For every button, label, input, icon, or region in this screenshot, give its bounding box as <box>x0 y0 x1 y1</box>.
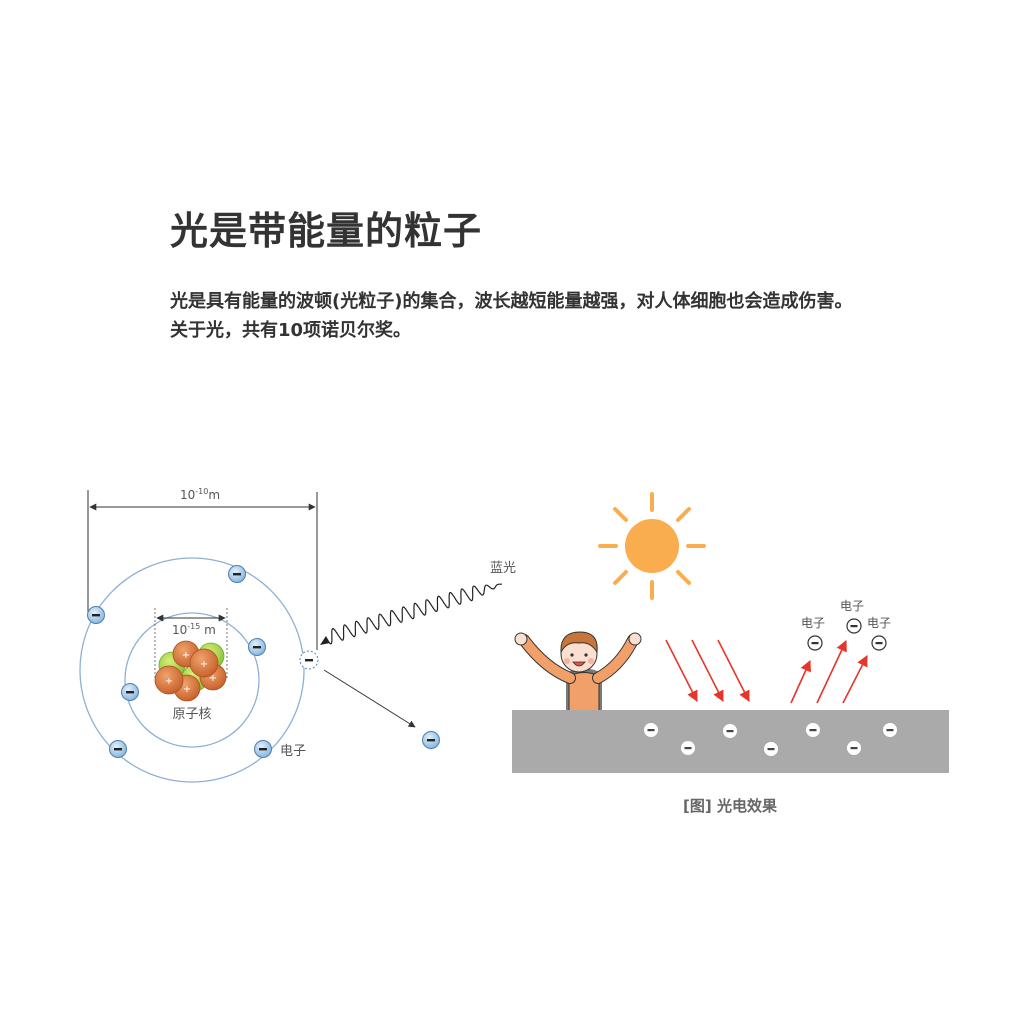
atom-size-dimension: 10-10m <box>87 487 318 650</box>
blue-light-wave <box>325 583 503 645</box>
electron-icon <box>846 618 862 634</box>
emitted-electron-label: 电子 <box>840 599 864 613</box>
person-illustration <box>514 631 642 713</box>
blue-light-label: 蓝光 <box>490 561 516 576</box>
electron-icon <box>871 635 887 651</box>
page-title: 光是带能量的粒子 <box>170 209 483 253</box>
electron-icon <box>644 723 658 737</box>
electron-icon <box>883 723 897 737</box>
inner-orbit <box>124 612 260 748</box>
emitted-electron-label: 电子 <box>801 616 825 630</box>
atom-diagram: 10-10m 10-15 m + + + + <box>79 487 516 783</box>
figure-caption: [图] 光电效果 <box>683 797 778 815</box>
metal-surface <box>512 710 949 773</box>
electron-icon <box>121 683 139 701</box>
electron-icon <box>847 741 861 755</box>
nucleus-size-dimension: 10-15 m <box>154 608 228 680</box>
surface-electrons <box>644 723 897 756</box>
outer-orbit <box>79 557 305 783</box>
proton-icon: + <box>209 673 217 684</box>
electron-icon <box>228 565 246 583</box>
electron-label: 电子 <box>280 744 306 759</box>
vacated-electron-icon <box>299 650 319 670</box>
emitted-electron-label: 电子 <box>867 616 891 630</box>
electron-icon <box>681 741 695 755</box>
electron-icon <box>807 635 823 651</box>
proton-icon: + <box>200 659 208 670</box>
ejection-arrow <box>323 669 416 728</box>
electron-icon <box>109 740 127 758</box>
electron-icon <box>806 723 820 737</box>
atom-size-label: 10-10m <box>180 487 220 502</box>
page-description: 光是具有能量的波顿(光粒子)的集合，波长越短能量越强，对人体细胞也会造成伤害。关… <box>170 291 853 341</box>
incoming-light-rays <box>665 639 750 702</box>
nucleus-label: 原子核 <box>172 707 211 722</box>
sun-icon <box>598 492 706 600</box>
electron-icon <box>87 606 105 624</box>
proton-icon: + <box>182 650 190 661</box>
nucleus-size-label: 10-15 m <box>172 622 216 637</box>
wave-arrowhead <box>320 636 330 645</box>
emitted-electrons <box>807 618 887 651</box>
photoelectric-diagram: 电子 电子 电子 [图] 光电效果 <box>512 492 949 815</box>
electron-icon <box>723 724 737 738</box>
emitted-electron-rays <box>790 639 868 704</box>
electron-icon <box>764 742 778 756</box>
electron-icon <box>248 638 266 656</box>
proton-icon: + <box>165 676 173 687</box>
proton-icon: + <box>183 684 191 695</box>
electron-icon <box>254 740 272 758</box>
nucleus: + + + + + <box>154 640 227 702</box>
ejected-electron-icon <box>422 731 440 749</box>
orbit-electrons <box>87 565 272 758</box>
